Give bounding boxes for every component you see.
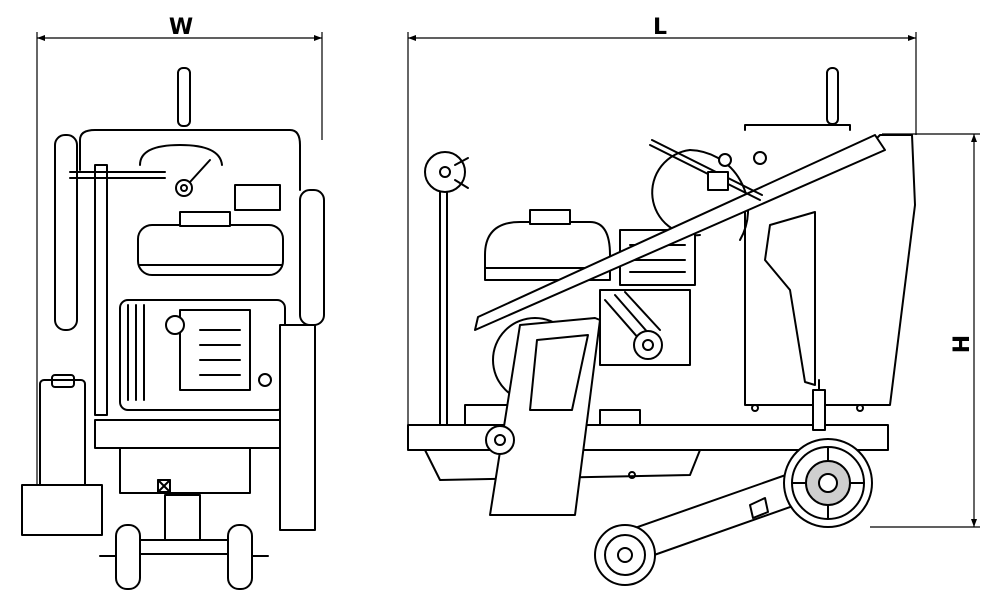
side-handlebar [474,67,886,331]
front-blade-guard [21,374,103,536]
side-front-wheel [594,524,656,586]
right-tube [299,189,325,326]
side-guide-wheel [485,425,515,455]
side-main-wheel [783,438,873,528]
side-valve [812,379,826,431]
width-label: W [169,15,193,40]
height-label: H [950,335,975,353]
side-housing [744,134,916,436]
length-label: L [653,15,667,40]
front-handlebar [79,67,301,197]
width-dimension: W [36,15,323,500]
front-wheels [99,524,269,590]
side-rear-post [424,151,469,426]
left-tube [54,134,78,331]
front-side-plate [279,324,316,531]
front-engine [119,184,286,411]
side-blade-guard [489,317,601,516]
left-post [94,164,108,416]
front-view: W [21,15,325,590]
length-dimension: L [407,15,917,425]
side-view: L H [407,15,980,586]
